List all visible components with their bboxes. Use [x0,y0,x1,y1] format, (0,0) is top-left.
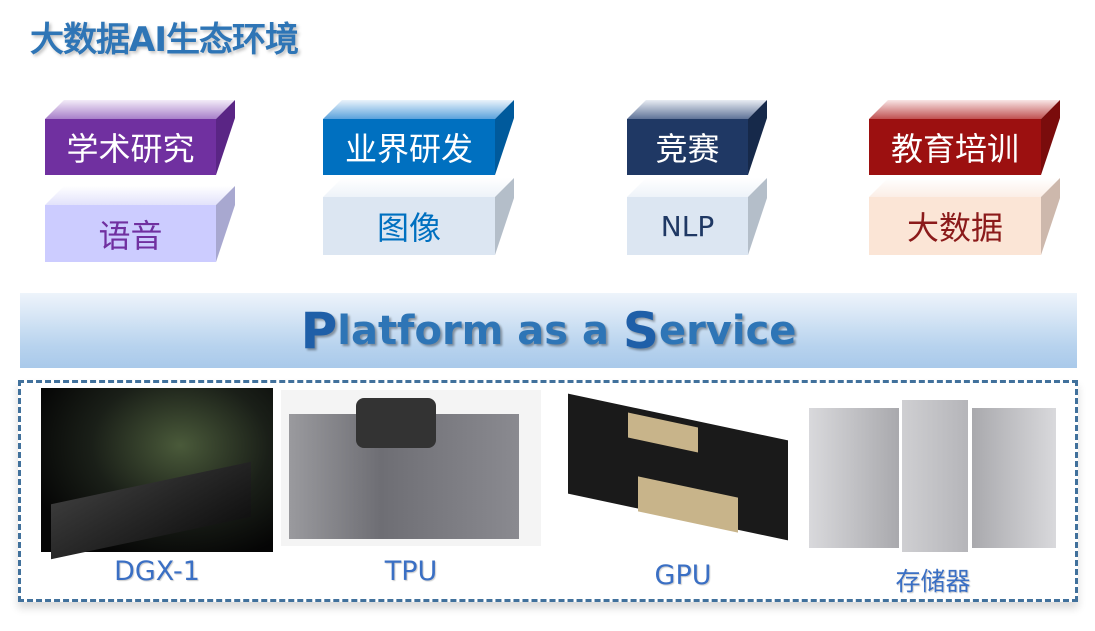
hardware-label-storage: 存储器 [895,567,971,596]
field-label: 语音 [45,205,216,262]
platform-text-end: ervice [658,307,797,354]
category-label: 教育培训 [869,119,1041,175]
hardware-label-tpu: TPU [384,556,438,587]
field-label: 图像 [323,197,495,255]
category-block-education: 教育培训 [869,100,1060,175]
field-block-bigdata: 大数据 [869,178,1060,255]
hardware-frame [18,380,1078,602]
field-block-speech: 语音 [45,186,235,262]
category-label: 竞赛 [627,119,748,175]
field-label: 大数据 [869,197,1041,255]
field-block-nlp: NLP [627,178,767,255]
platform-initial-p: P [300,301,338,360]
platform-text: latform as a [337,307,623,354]
category-label: 业界研发 [323,119,495,175]
category-block-academic: 学术研究 [45,100,235,175]
hardware-label-dgx: DGX-1 [114,556,200,587]
storage-rack-image [806,400,1060,560]
category-block-competition: 竞赛 [627,100,767,175]
category-label: 学术研究 [45,119,216,175]
field-block-image: 图像 [323,178,514,255]
platform-initial-s: S [622,301,659,360]
tesla-gpu-image [548,393,798,541]
page-title: 大数据AI生态环境 [30,20,299,60]
hardware-label-gpu: GPU [654,560,712,591]
field-label: NLP [627,197,748,255]
tpu-server-image [281,390,541,546]
dgx-server-image [41,388,273,560]
category-block-industry: 业界研发 [323,100,514,175]
